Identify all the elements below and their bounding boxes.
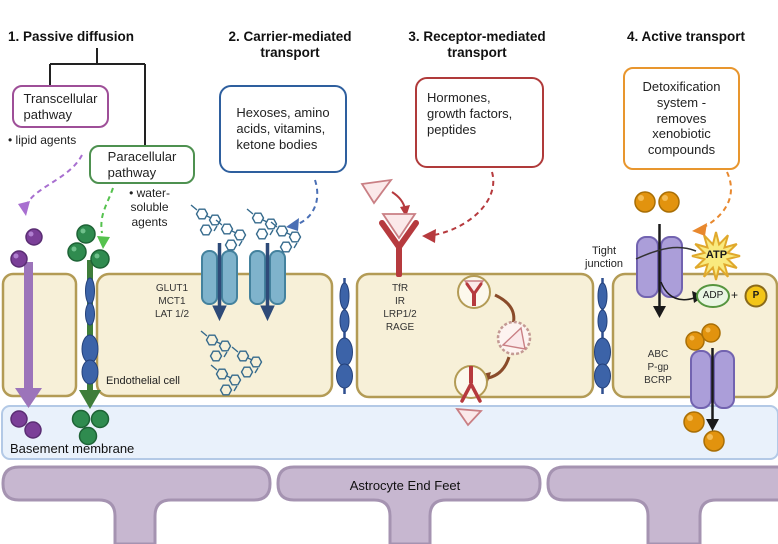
free-ligand-triangle [360,178,393,205]
carrier-flux-arrows [212,243,275,322]
tight-junction-2 [336,278,353,394]
tight-junction-1 [81,277,99,385]
section-title-passive: 1. Passive diffusion [8,29,135,44]
tight-junction-3 [594,278,611,394]
bound-ligand-triangle [381,213,417,240]
receptor-names: TfR IR LRP1/2 RAGE [383,283,417,333]
transcellular-arrow [15,262,42,408]
atp-connector-line [635,246,697,260]
astrocyte-foot [546,465,778,544]
paracellular-arrow [79,260,101,409]
paracellular-pathway-label: Paracellular pathway [107,148,177,180]
astrocyte-end-feet [1,465,778,544]
carrier-substrates-label: Hexoses, amino acids, vitamins, ketone b… [236,105,330,152]
astrocyte-foot [1,465,272,544]
adp-oval [696,284,730,308]
water-soluble-bullet: • water- soluble agents [129,186,170,229]
paracellular-pathway-box: Paracellular pathway [89,145,195,184]
carrier-proteins [201,243,286,322]
carrier-protein [201,250,218,305]
astrocyte-foot [276,465,542,544]
section-title-active: 4. Active transport [626,29,746,44]
efflux-transporter-names: ABC P-gp BCRP [644,349,672,386]
endothelial-cell-1 [1,272,78,398]
endothelial-cell-label: Endothelial cell [106,375,180,387]
phosphate-circle [744,284,768,308]
adp-arrow [660,281,695,301]
transcellular-pathway-label: Transcellular pathway [23,90,98,122]
atp-label: ATP [705,249,728,261]
paracellular-dashed-arrow [100,187,114,234]
transcellular-dashed-arrow [27,154,83,203]
carrier-transporter-names: GLUT1 MCT1 LAT 1/2 [154,283,190,320]
active-dashed-arrow [701,171,732,229]
detox-system-box: Detoxification system - removes xenobiot… [623,67,740,170]
passive-branch-lines [49,48,146,146]
receptor-substrates-box: Hormones, growth factors, peptides [415,77,544,168]
adp-label: ADP [702,290,724,301]
transcellular-pathway-box: Transcellular pathway [12,85,109,128]
carrier-protein [249,250,266,305]
plus-sign: + [731,288,739,302]
carrier-dashed-arrow [297,179,319,225]
receptor-dashed-arrow [433,171,495,236]
phosphate-label: P [752,290,760,301]
basement-membrane-label: Basement membrane [10,441,135,456]
astrocyte-end-feet-label: Astrocyte End Feet [349,478,461,493]
receptor-substrates-label: Hormones, growth factors, peptides [427,90,513,137]
lipid-agents-bullet: • lipid agents [8,133,77,147]
atp-star [691,231,741,281]
carrier-protein [221,250,238,305]
tight-junction-label: Tight junction [585,245,623,270]
efflux-transporter [690,350,735,409]
receptor-pathway [360,178,532,403]
transcytosis-arrow-2 [487,356,511,380]
carrier-protein [269,250,286,305]
detox-system-label: Detoxification system - removes xenobiot… [642,78,721,158]
section-title-receptor: 3. Receptor-mediated transport [408,29,546,61]
section-title-carrier: 2. Carrier-mediated transport [228,29,352,61]
y-receptor [379,220,419,250]
lipid-agent-molecules [10,228,43,268]
water-soluble-molecules [67,224,110,269]
basement-membrane-band [1,405,778,460]
active-transport [634,191,768,431]
membrane-molecules [10,407,725,452]
released-ligand-triangle [455,407,483,427]
guide-arrows [27,154,732,236]
carrier-substrates-box: Hexoses, amino acids, vitamins, ketone b… [219,85,347,173]
